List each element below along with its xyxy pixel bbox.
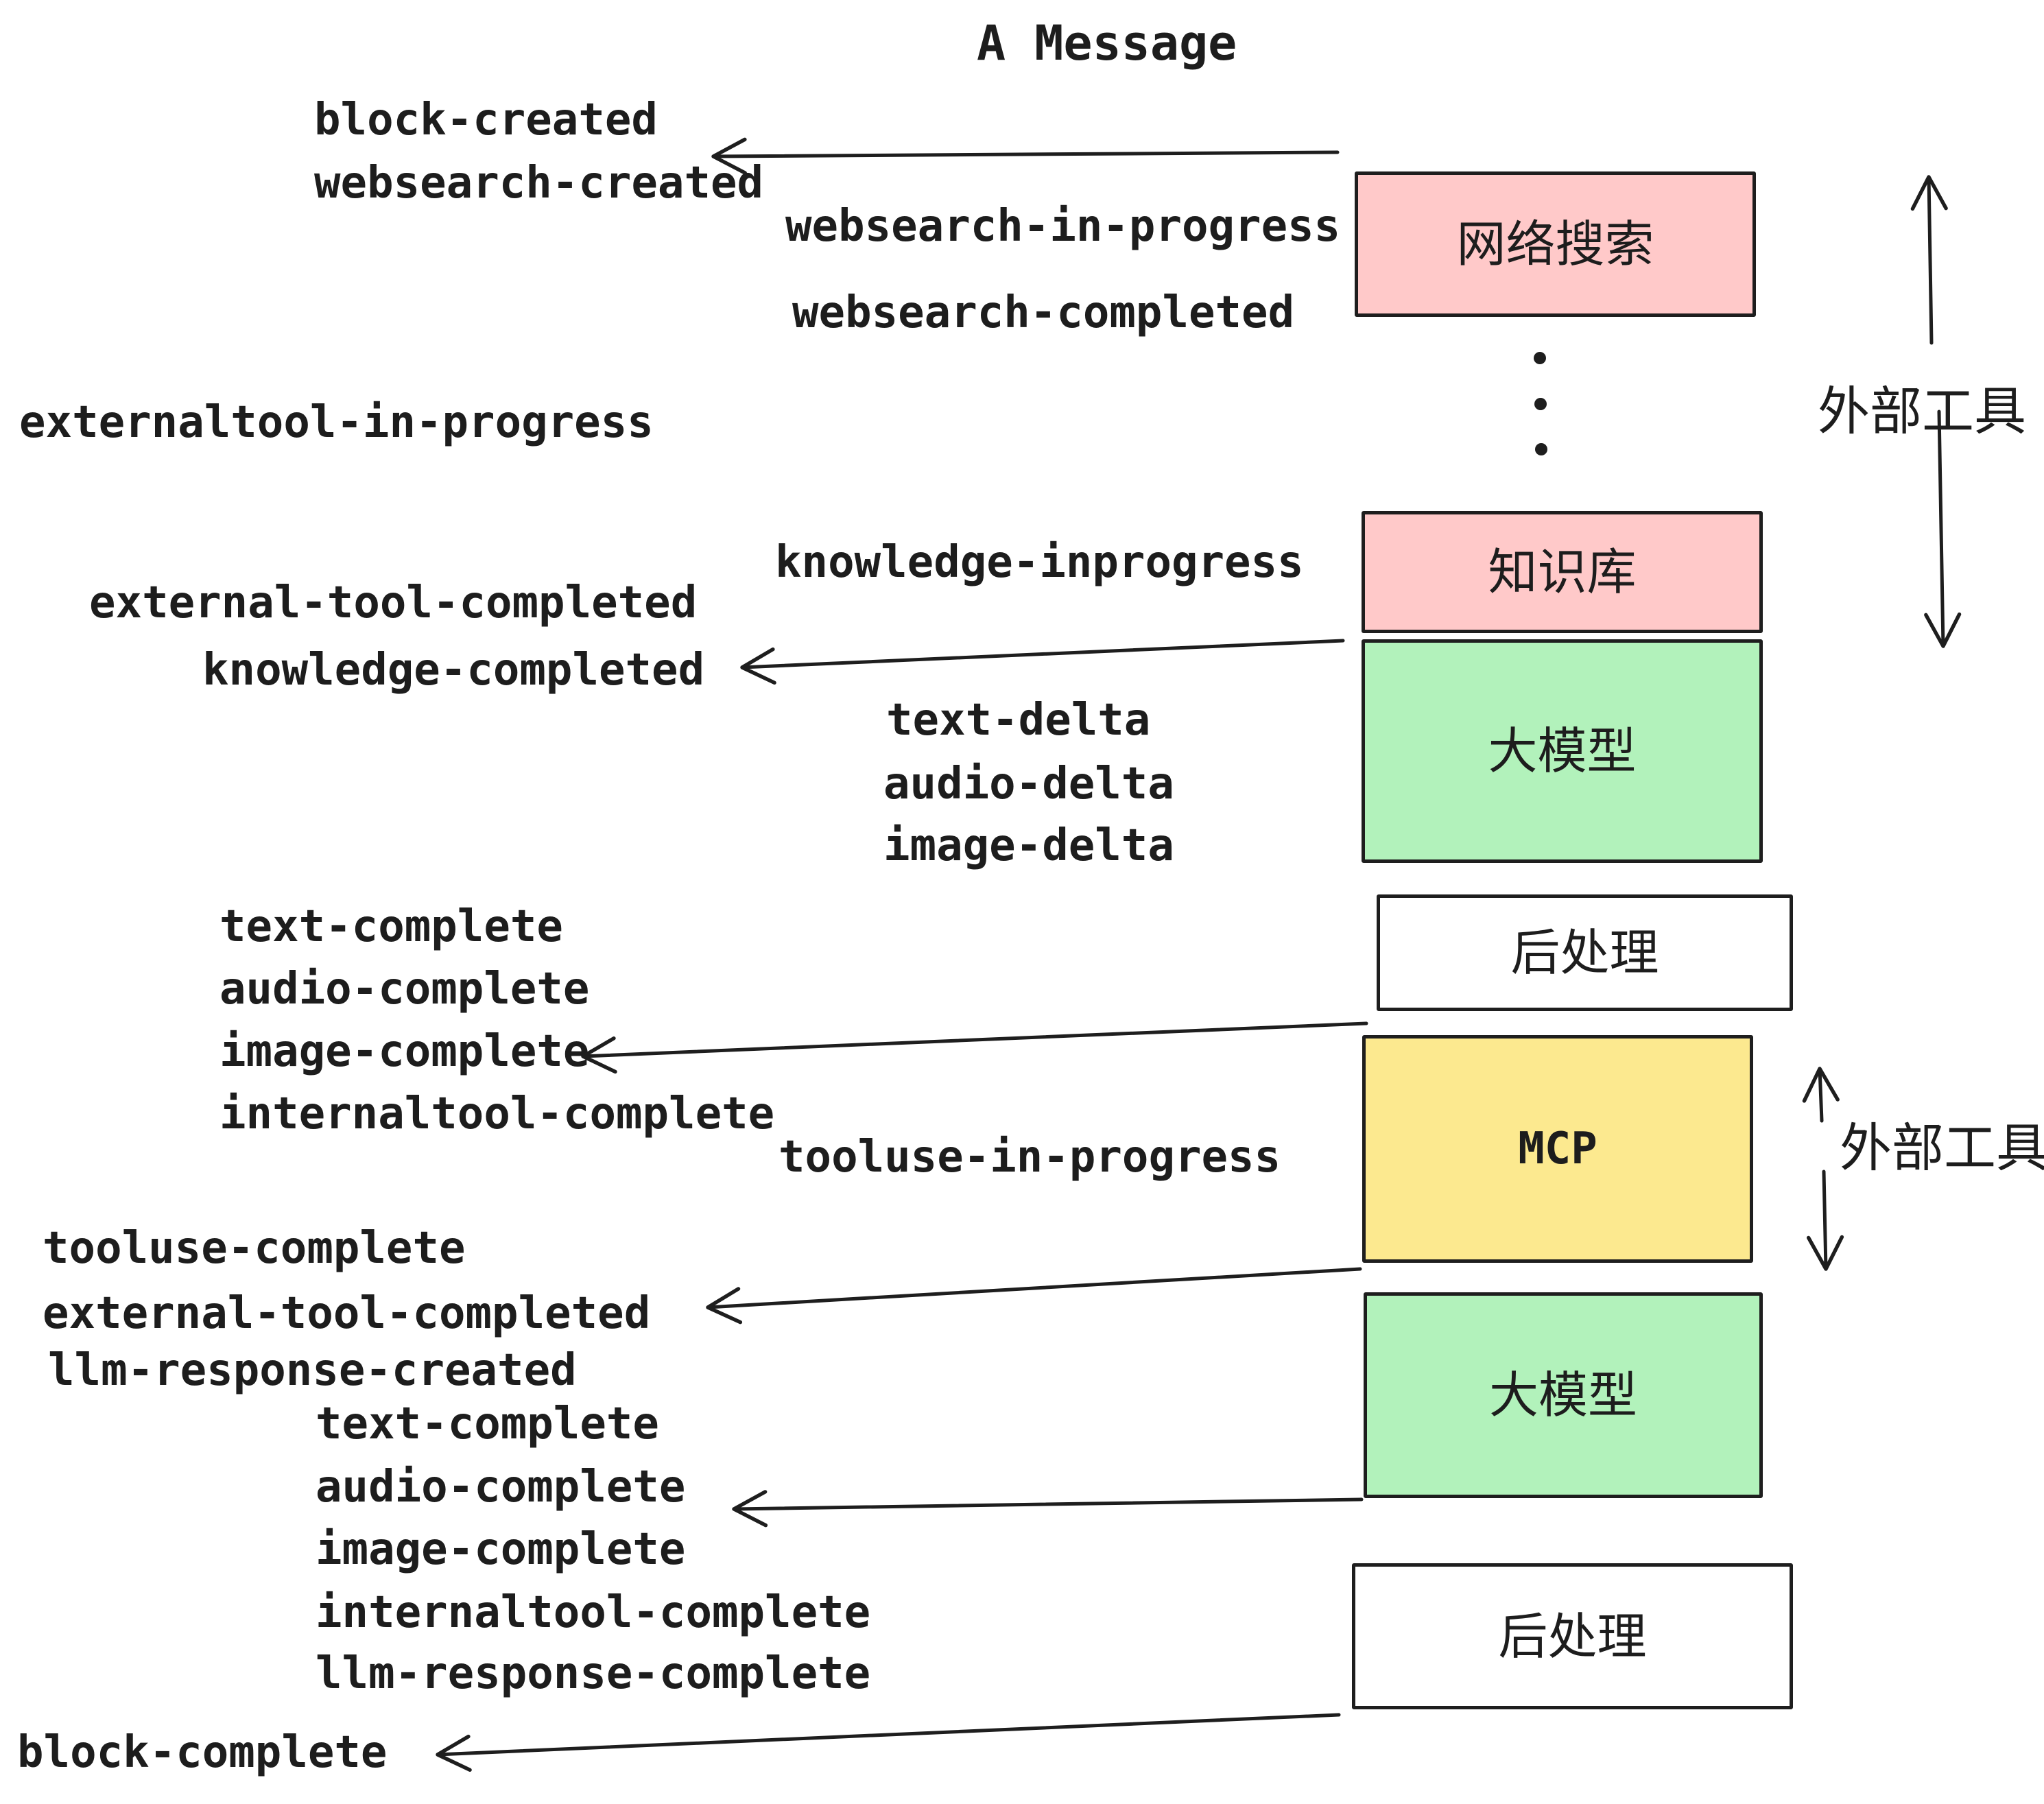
box-postprocess-1: 后处理 [1377, 894, 1793, 1011]
ellipsis-dot [1534, 352, 1546, 364]
event-label-knowledge-completed: knowledge-completed [202, 645, 705, 696]
arrow-to-audio-complete [732, 1490, 1364, 1528]
arrow-to-image-complete [581, 1021, 1368, 1074]
arrow-to-block-complete [436, 1713, 1341, 1772]
event-label-block-created: block-created [314, 95, 658, 145]
arrow-to-websearch-created [711, 137, 1340, 175]
box-knowledge-base: 知识库 [1362, 511, 1763, 633]
event-label-websearch-completed: websearch-completed [792, 287, 1295, 338]
event-label-audio-delta: audio-delta [883, 759, 1174, 809]
box-postprocess-2: 后处理 [1352, 1563, 1793, 1709]
external-tools-arrow-up-1 [1910, 175, 1948, 345]
event-label-websearch-created: websearch-created [314, 158, 764, 209]
box-websearch: 网络搜索 [1355, 171, 1756, 317]
box-llm-2-label: 大模型 [1488, 1366, 1637, 1424]
ellipsis-dot [1534, 398, 1547, 410]
box-llm-2: 大模型 [1364, 1292, 1763, 1498]
box-mcp-label: MCP [1518, 1124, 1597, 1174]
external-tools-arrow-down-2 [1806, 1170, 1844, 1271]
event-label-image-delta: image-delta [883, 820, 1174, 871]
event-label-audio-complete-2: audio-complete [316, 1462, 686, 1512]
ellipsis-dot [1535, 443, 1547, 455]
event-label-knowledge-inprogress: knowledge-inprogress [775, 537, 1304, 588]
event-label-externaltool-in-progress: externaltool-in-progress [19, 397, 654, 448]
external-tools-arrow-up-2 [1802, 1067, 1840, 1123]
external-tools-label-1: 外部工具 [1818, 381, 2026, 442]
external-tools-label-2: 外部工具 [1840, 1117, 2044, 1178]
event-label-llm-response-created: llm-response-created [48, 1345, 577, 1396]
event-label-audio-complete: audio-complete [219, 964, 590, 1014]
box-websearch-label: 网络搜索 [1456, 215, 1654, 273]
box-llm-1-label: 大模型 [1488, 722, 1637, 780]
external-tools-arrow-down-1 [1924, 410, 1962, 648]
event-label-text-complete: text-complete [219, 901, 563, 952]
event-label-image-complete-2: image-complete [316, 1524, 686, 1575]
box-llm-1: 大模型 [1362, 639, 1763, 863]
box-postprocess-1-label: 后处理 [1510, 924, 1659, 982]
event-label-websearch-in-progress: websearch-in-progress [785, 201, 1341, 252]
event-label-text-delta: text-delta [886, 695, 1151, 746]
event-label-internaltool-complete-2: internaltool-complete [316, 1587, 871, 1638]
event-label-external-tool-completed: external-tool-completed [89, 578, 698, 628]
box-knowledge-base-label: 知识库 [1488, 543, 1637, 601]
event-label-text-complete-2: text-complete [316, 1399, 659, 1449]
event-label-tooluse-complete: tooluse-complete [43, 1223, 466, 1274]
event-label-image-complete: image-complete [219, 1026, 590, 1077]
event-label-llm-response-complete: llm-response-complete [316, 1648, 871, 1699]
diagram-title: A Message [977, 15, 1237, 71]
arrow-to-tooluse-complete [706, 1267, 1362, 1325]
box-mcp: MCP [1362, 1035, 1753, 1263]
event-label-tooluse-in-progress: tooluse-in-progress [779, 1132, 1281, 1183]
event-label-block-complete: block-complete [17, 1727, 388, 1778]
arrow-to-knowledge-completed [740, 639, 1345, 685]
event-label-internaltool-complete: internaltool-complete [219, 1089, 775, 1139]
event-label-external-tool-completed-2: external-tool-completed [43, 1288, 651, 1339]
box-postprocess-2-label: 后处理 [1498, 1607, 1647, 1665]
